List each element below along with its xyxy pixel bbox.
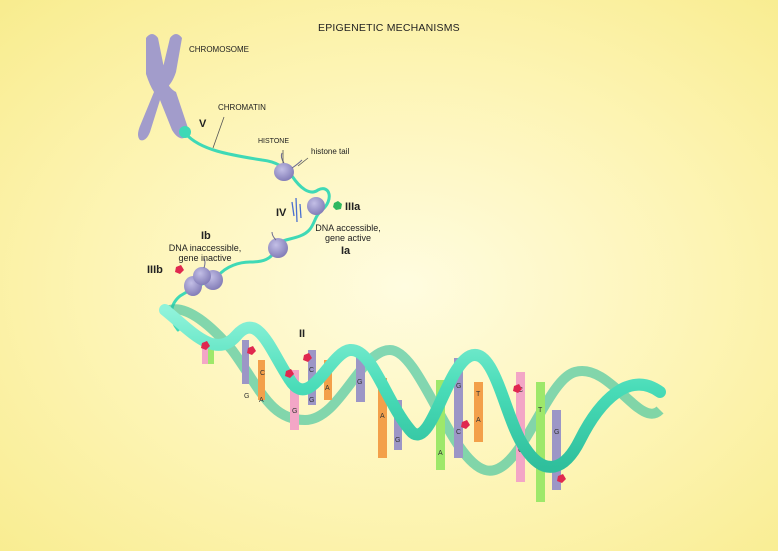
histone-tail-label: histone tail [311, 147, 350, 156]
noncoding-rna-marks [291, 197, 302, 223]
mechanism-ii-label: II [299, 328, 306, 340]
svg-text:G: G [395, 437, 400, 444]
chromosome-shape [138, 34, 191, 141]
dna-inaccessible-label: DNA inaccessible, gene inactive [160, 243, 250, 263]
dna-inaccessible-line2: gene inactive [178, 253, 232, 263]
nucleosome-group [184, 152, 325, 296]
svg-text:A: A [380, 413, 385, 420]
svg-text:A: A [438, 450, 443, 457]
dna-inaccessible-line1: DNA inaccessible, [168, 243, 242, 253]
svg-text:T: T [476, 391, 481, 398]
chromosome-label: CHROMOSOME [189, 45, 249, 54]
svg-text:C: C [309, 367, 314, 374]
svg-text:C: C [260, 370, 265, 377]
svg-text:G: G [244, 393, 249, 400]
svg-text:G: G [309, 397, 314, 404]
dna-helix: G C A G C G T A G T A G T A G C T A C G [159, 304, 666, 502]
dna-accessible-label: DNA accessible, gene active [313, 223, 383, 243]
mechanism-ib-label: Ib [201, 230, 211, 242]
dna-accessible-line2: gene active [324, 233, 372, 243]
chromatin-strand [170, 132, 331, 332]
acetyl-tag [333, 201, 342, 210]
histone-label: HISTONE [258, 138, 289, 145]
mechanism-iiia-label: IIIa [345, 201, 361, 213]
chromatin-label: CHROMATIN [218, 103, 266, 112]
svg-text:G: G [357, 379, 362, 386]
svg-text:T: T [538, 407, 543, 414]
svg-text:G: G [292, 408, 297, 415]
svg-text:C: C [518, 387, 523, 394]
svg-text:A: A [476, 417, 481, 424]
svg-text:G: G [456, 383, 461, 390]
mechanism-iiib-label: IIIb [147, 264, 163, 276]
mechanism-ia-label: Ia [341, 245, 351, 257]
svg-text:C: C [456, 429, 461, 436]
dna-accessible-line1: DNA accessible, [315, 223, 381, 233]
svg-text:G: G [554, 429, 559, 436]
mechanism-v-label: V [199, 118, 207, 130]
mechanism-iv-label: IV [276, 207, 287, 219]
diagram-title: EPIGENETIC MECHANISMS [318, 22, 460, 34]
histone-tail-pointer [297, 157, 309, 167]
methyl-tag [175, 265, 184, 274]
svg-text:A: A [259, 397, 264, 404]
chromatin-pointer [212, 116, 225, 149]
svg-text:A: A [325, 385, 330, 392]
